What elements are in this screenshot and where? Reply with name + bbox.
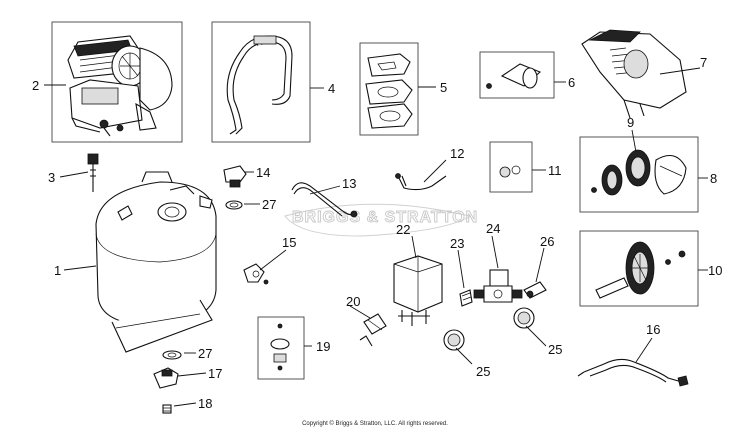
- callout-12: 12: [450, 146, 464, 161]
- part-15-elbow: [243, 263, 269, 285]
- callout-18: 18: [198, 396, 212, 411]
- part-25-gauge-right: [513, 307, 535, 329]
- part-box-10: [579, 230, 699, 307]
- part-19-check-valve: [270, 323, 290, 371]
- part-5-gaskets: [365, 53, 413, 129]
- callout-13: 13: [342, 176, 356, 191]
- part-25-gauge-left: [443, 329, 465, 351]
- part-box-2: [51, 21, 183, 143]
- callout-7: 7: [700, 55, 707, 70]
- part-box-8: [579, 136, 699, 213]
- part-23-nipple: [459, 289, 473, 307]
- part-1-tank: [95, 171, 217, 353]
- part-10-wheel: [595, 241, 686, 299]
- callout-17: 17: [208, 366, 222, 381]
- part-12-tube: [395, 173, 447, 191]
- part-22-pressure-switch: [393, 255, 443, 326]
- part-17-drain: [153, 367, 179, 389]
- callout-5: 5: [440, 80, 447, 95]
- part-11-fitting: [499, 165, 521, 178]
- callout-2: 2: [32, 78, 39, 93]
- part-16-power-cord: [577, 358, 689, 387]
- part-26-coupler: [523, 281, 547, 299]
- part-box-11: [489, 141, 533, 193]
- part-24-regulator: [473, 269, 523, 303]
- part-3-dipstick: [87, 153, 99, 192]
- copyright-notice: Copyright © Briggs & Stratton, LLC. All …: [302, 421, 448, 427]
- part-box-4: [211, 21, 311, 143]
- watermark-logo: BRIGGS & STRATTON: [284, 203, 478, 237]
- callout-22: 22: [396, 222, 410, 237]
- part-9-pulley: [591, 149, 687, 196]
- callout-8: 8: [710, 171, 717, 186]
- callout-25-left: 25: [476, 364, 490, 379]
- callout-3: 3: [48, 170, 55, 185]
- part-box-5: [359, 42, 419, 136]
- part-20-valve: [359, 313, 387, 347]
- callout-9: 9: [627, 115, 634, 130]
- callout-10: 10: [708, 263, 722, 278]
- part-27-washer-top: [225, 200, 243, 210]
- part-13-tube: [291, 182, 358, 218]
- watermark-text: BRIGGS & STRATTON: [292, 209, 478, 226]
- callout-20: 20: [346, 294, 360, 309]
- part-box-19: [257, 316, 305, 380]
- part-6-filter: [486, 63, 542, 89]
- callout-26: 26: [540, 234, 554, 249]
- callout-27-bottom: 27: [198, 346, 212, 361]
- part-box-6: [479, 51, 555, 99]
- part-2-pump-motor: [67, 35, 173, 137]
- callout-15: 15: [282, 235, 296, 250]
- callout-25-right: 25: [548, 342, 562, 357]
- callout-11: 11: [548, 163, 562, 178]
- callout-1: 1: [54, 263, 61, 278]
- callout-27-top: 27: [262, 197, 276, 212]
- callout-16: 16: [646, 322, 660, 337]
- part-14-plug: [223, 165, 247, 188]
- callout-4: 4: [328, 81, 335, 96]
- callout-6: 6: [568, 75, 575, 90]
- part-18-plug: [162, 404, 172, 414]
- callout-19: 19: [316, 339, 330, 354]
- part-7-shroud: [581, 29, 687, 119]
- callout-14: 14: [256, 165, 270, 180]
- part-27-washer-bottom: [162, 350, 182, 360]
- callout-24: 24: [486, 221, 500, 236]
- part-4-handle: [226, 35, 293, 135]
- callout-23: 23: [450, 236, 464, 251]
